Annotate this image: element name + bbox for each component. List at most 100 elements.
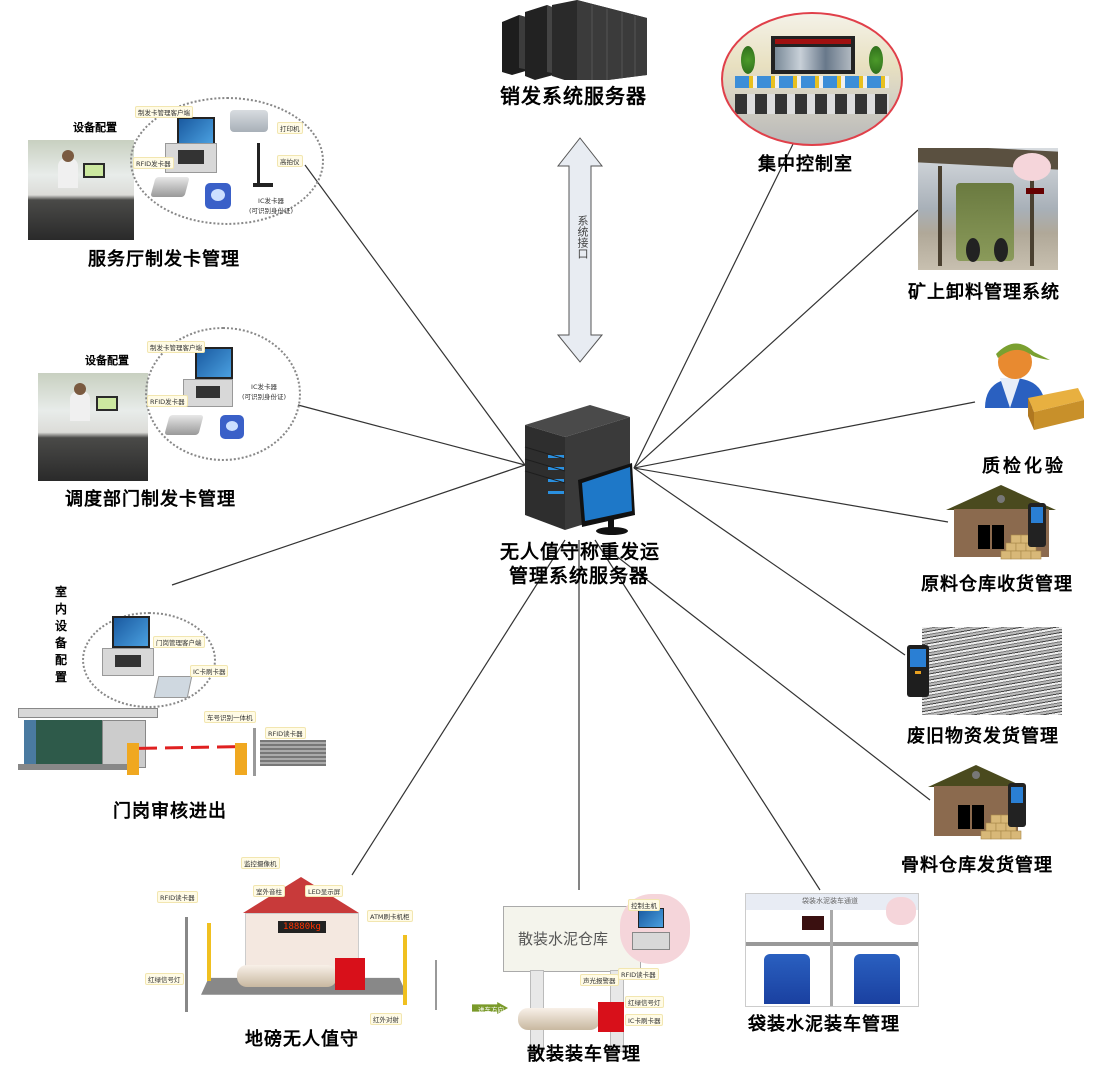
weighbridge-title: 地磅无人值守 <box>245 1029 359 1050</box>
char: 室 <box>54 585 67 599</box>
line-bag <box>594 539 821 891</box>
gate-title: 门岗审核进出 <box>113 801 227 822</box>
label-direction: 进车方向 <box>478 1006 504 1014</box>
service-hall-config-title: 设备配置 <box>73 121 117 134</box>
label-rfid-issuer: RFID发卡器 <box>133 157 174 169</box>
dispatch-config-ellipse <box>145 327 301 461</box>
printer-icon <box>230 110 268 132</box>
dispatch-node: 设备配置 制发卡管理客户端 IC发卡器(可识别身份证) RFID发卡器 调度部门… <box>35 325 305 515</box>
truck-icon <box>854 954 900 1004</box>
gate-config-title: 室 内 设 备 配 置 <box>54 584 68 686</box>
bag-loading-scene <box>745 893 919 1007</box>
scrap-photo <box>922 627 1062 715</box>
label-alarm: 声光报警器 <box>580 974 619 986</box>
char: 设 <box>54 619 67 633</box>
barrier-arm <box>138 745 240 750</box>
label-traffic-light: 红绿信号灯 <box>145 973 184 985</box>
pole-camera <box>207 923 211 981</box>
channel-label: 袋装水泥装车通道 <box>802 897 858 905</box>
label-rfid: RFID读卡器 <box>157 891 198 903</box>
led-display: 18880kg <box>278 921 326 933</box>
scanner-icon <box>257 143 260 185</box>
center-title-line2: 管理系统服务器 <box>509 565 650 587</box>
tanker-icon <box>237 965 337 987</box>
warehouse-with-handheld-icon <box>928 765 1026 840</box>
pc-chassis-icon <box>102 648 154 676</box>
client-pc-icon <box>112 616 150 648</box>
label-ic-reader: IC卡刷卡器 <box>190 665 229 677</box>
mine-unload-photo <box>918 148 1058 270</box>
line-raw <box>633 467 949 523</box>
label-speaker: 室外音柱 <box>253 885 285 897</box>
sales-server-node: 销发系统服务器 <box>497 0 647 110</box>
pc-chassis-icon <box>183 379 233 407</box>
wall <box>260 740 326 766</box>
gate-node: 室 内 设 备 配 置 门岗管理客户端 IC卡刷卡器 车号识别一体机 RFID读… <box>10 580 330 825</box>
label-rfid-reader: RFID读卡器 <box>265 727 306 739</box>
pole-rfid-right <box>435 960 437 1010</box>
interface-label: 系统接口 <box>576 215 589 259</box>
warehouse-box <box>503 906 641 972</box>
line-mine <box>633 209 919 469</box>
truck-cab-icon <box>598 1002 624 1032</box>
dispatch-config-title: 设备配置 <box>85 354 129 367</box>
card-reader-icon <box>153 676 193 698</box>
label-ic-issuer-line1: IC发卡器 <box>258 197 285 205</box>
control-room-title: 集中控制室 <box>758 154 853 175</box>
line-quality <box>633 401 976 469</box>
label-led: LED显示屏 <box>305 885 344 897</box>
label-rfid: RFID读卡器 <box>618 968 659 980</box>
truck-cab-icon <box>335 958 365 990</box>
label-camera: 监控摄像机 <box>241 857 280 869</box>
pole-left <box>185 917 188 1012</box>
bulk-loading-node: 散装水泥仓库 控制主机 声光报警器 RFID读卡器 红绿信号灯 IC卡刷卡器 进… <box>470 890 695 1070</box>
handheld-terminal-icon <box>907 645 929 697</box>
label-ic-issuer: IC发卡器(可识别身份证) <box>240 381 288 401</box>
label-ic-issuer-line2: (可识别身份证) <box>249 207 294 215</box>
worker-with-box-icon <box>985 343 1084 430</box>
client-pc-icon <box>638 908 664 928</box>
label-traffic-light: 红绿信号灯 <box>625 996 664 1008</box>
char: 内 <box>54 602 67 616</box>
raw-warehouse-title: 原料仓库收货管理 <box>921 574 1073 595</box>
label-rfid-issuer: RFID发卡器 <box>147 395 188 407</box>
service-hall-node: 设备配置 制发卡管理客户端 打印机 RFID发卡器 高拍仪 IC发卡器 (可识别身… <box>25 95 325 275</box>
warehouse-with-handheld-icon <box>946 485 1056 560</box>
ic-issuer-icon <box>220 415 244 439</box>
rfid-issuer-icon <box>164 415 204 435</box>
label-scanner: 高拍仪 <box>277 155 303 167</box>
sales-server-title: 销发系统服务器 <box>500 84 647 108</box>
tanker-icon <box>518 1008 600 1030</box>
dispatch-title: 调度部门制发卡管理 <box>65 489 236 510</box>
label-ic-reader: IC卡刷卡器 <box>625 1014 664 1026</box>
line-service-hall <box>304 164 526 466</box>
barrier-post-icon <box>127 743 139 775</box>
truck-icon <box>764 954 810 1004</box>
client-pc-icon <box>177 117 215 145</box>
quality-title: 质检化验 <box>982 456 1066 477</box>
line-aggregate <box>614 554 931 801</box>
raw-warehouse-node: 原料仓库收货管理 <box>918 485 1093 595</box>
center-server-node: 无人值守称重发运 管理系统服务器 <box>495 395 670 590</box>
dispatch-photo <box>38 373 148 481</box>
scrap-title: 废旧物资发货管理 <box>907 726 1059 747</box>
label-ic-issuer-line1: IC发卡器 <box>251 383 278 391</box>
bag-loading-title: 袋装水泥装车管理 <box>748 1014 900 1035</box>
label-client: 制发卡管理客户端 <box>147 341 205 353</box>
control-room-node: 集中控制室 <box>718 12 903 175</box>
aggregate-warehouse-node: 骨料仓库发货管理 <box>898 765 1093 876</box>
pc-chassis-icon <box>632 932 670 950</box>
center-title-line1: 无人值守称重发运 <box>500 541 661 563</box>
barrier-post-icon <box>235 743 247 775</box>
label-plate-camera: 车号识别一体机 <box>204 711 256 723</box>
rfid-issuer-icon <box>150 177 190 197</box>
mine-unload-node: 矿上卸料管理系统 <box>908 145 1093 305</box>
label-control-host: 控制主机 <box>628 899 660 911</box>
camera-pole <box>253 728 256 776</box>
service-hall-photo <box>28 140 134 240</box>
server-rack-icon <box>502 0 647 80</box>
direction-arrow-icon <box>472 1002 508 1014</box>
label-printer: 打印机 <box>277 122 303 134</box>
ic-issuer-icon <box>205 183 231 209</box>
label-client: 制发卡管理客户端 <box>135 106 193 118</box>
